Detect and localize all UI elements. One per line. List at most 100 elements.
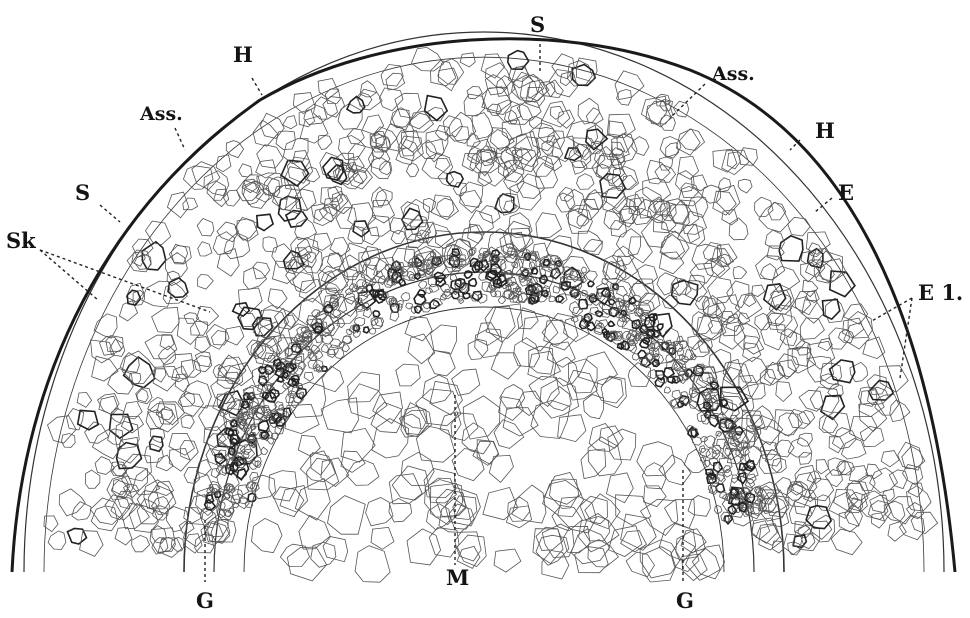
parenchyma-cell xyxy=(816,460,828,474)
parenchyma-cell xyxy=(508,282,520,292)
parenchyma-cell xyxy=(452,369,480,395)
parenchyma-cell xyxy=(502,120,522,141)
parenchyma-cell xyxy=(491,353,521,379)
parenchyma-cell xyxy=(685,350,695,360)
parenchyma-cell xyxy=(253,120,278,146)
parenchyma-cell xyxy=(667,199,689,224)
parenchyma-cell xyxy=(431,195,458,220)
sclerenchyma-cell xyxy=(415,306,422,313)
parenchyma-cell xyxy=(542,101,570,127)
parenchyma-cell xyxy=(691,354,697,360)
parenchyma-cell xyxy=(826,298,845,322)
parenchyma-cell xyxy=(423,303,430,309)
label-G-right: G xyxy=(676,588,694,613)
leader-H-right xyxy=(790,140,800,150)
parenchyma-cell xyxy=(399,410,428,437)
parenchyma-cell xyxy=(788,217,811,236)
parenchyma-cell xyxy=(379,88,403,111)
parenchyma-cell xyxy=(251,518,282,552)
parenchyma-cell xyxy=(752,285,765,296)
parenchyma-cell xyxy=(828,458,845,476)
parenchyma-cell xyxy=(660,231,689,259)
parenchyma-cell xyxy=(693,437,702,446)
parenchyma-cell xyxy=(803,280,818,297)
parenchyma-cell xyxy=(472,113,493,140)
parenchyma-cell xyxy=(110,408,123,423)
sclerenchyma-cell xyxy=(532,268,538,274)
parenchyma-cell xyxy=(673,101,688,117)
parenchyma-cell xyxy=(608,429,636,460)
parenchyma-cell xyxy=(256,160,276,178)
parenchyma-cell xyxy=(475,329,503,358)
label-S-top: S xyxy=(530,12,545,37)
label-M: M xyxy=(446,565,469,590)
parenchyma-cell xyxy=(788,438,812,457)
label-S-left: S xyxy=(75,180,90,205)
parenchyma-cell xyxy=(431,325,457,354)
parenchyma-cell xyxy=(354,317,364,325)
parenchyma-cell xyxy=(767,305,792,330)
parenchyma-cell xyxy=(80,531,104,557)
parenchyma-cell xyxy=(169,448,190,471)
parenchyma-cell xyxy=(807,341,835,369)
parenchyma-cell xyxy=(537,136,563,166)
parenchyma-cell xyxy=(676,171,695,193)
sclerenchyma-cell xyxy=(657,324,663,330)
parenchyma-cell xyxy=(795,297,811,314)
parenchyma-cell xyxy=(180,393,204,416)
parenchyma-cell xyxy=(759,202,790,232)
leader-H-left xyxy=(252,78,262,95)
parenchyma-cell xyxy=(746,474,756,484)
parenchyma-cell xyxy=(585,271,597,282)
sclerenchyma-cell xyxy=(347,97,365,113)
parenchyma-cell xyxy=(152,307,180,332)
parenchyma-cell xyxy=(348,384,387,419)
parenchyma-cell xyxy=(682,554,707,581)
parenchyma-cell xyxy=(295,479,330,521)
parenchyma-cell xyxy=(494,549,521,572)
leader-Ass-left xyxy=(175,128,185,150)
sclerenchyma-cell xyxy=(168,278,188,298)
parenchyma-cell xyxy=(489,455,513,482)
parenchyma-cell xyxy=(295,219,317,240)
parenchyma-cell xyxy=(713,191,736,215)
parenchyma-cell xyxy=(550,106,564,119)
parenchyma-cell xyxy=(616,495,651,526)
parenchyma-cell xyxy=(391,230,405,243)
parenchyma-cell xyxy=(244,268,267,290)
parenchyma-cell xyxy=(371,527,394,549)
parenchyma-cell xyxy=(167,192,189,218)
parenchyma-cell xyxy=(217,222,239,242)
parenchyma-cell xyxy=(183,166,213,190)
parenchyma-cell xyxy=(558,497,597,533)
parenchyma-cell xyxy=(108,429,123,445)
leader-E1-a xyxy=(870,298,912,322)
parenchyma-cell xyxy=(731,438,740,447)
parenchyma-cell xyxy=(435,159,450,172)
parenchyma-cell xyxy=(538,127,554,142)
parenchyma-cell xyxy=(797,433,812,446)
parenchyma-cell xyxy=(722,150,749,175)
parenchyma-cell xyxy=(406,163,418,177)
parenchyma-cell xyxy=(536,527,563,550)
parenchyma-cell xyxy=(99,396,118,414)
parenchyma-cell xyxy=(368,216,391,237)
parenchyma-cell xyxy=(660,115,675,130)
parenchyma-cell xyxy=(596,377,623,403)
parenchyma-cell xyxy=(480,206,501,224)
parenchyma-cell xyxy=(530,116,542,128)
parenchyma-cell xyxy=(506,134,532,158)
parenchyma-cell xyxy=(860,426,884,446)
parenchyma-cell xyxy=(212,331,230,346)
parenchyma-cell xyxy=(67,409,84,430)
label-Ass-right: Ass. xyxy=(711,63,755,85)
parenchyma-cell xyxy=(211,519,236,542)
parenchyma-cell xyxy=(166,253,188,281)
sclerenchyma-cell xyxy=(469,279,477,287)
parenchyma-cell xyxy=(837,462,852,475)
parenchyma-cell xyxy=(198,274,214,289)
parenchyma-cell xyxy=(62,434,76,448)
parenchyma-cell xyxy=(195,352,211,367)
parenchyma-cell xyxy=(738,179,752,193)
parenchyma-cell xyxy=(160,537,176,551)
